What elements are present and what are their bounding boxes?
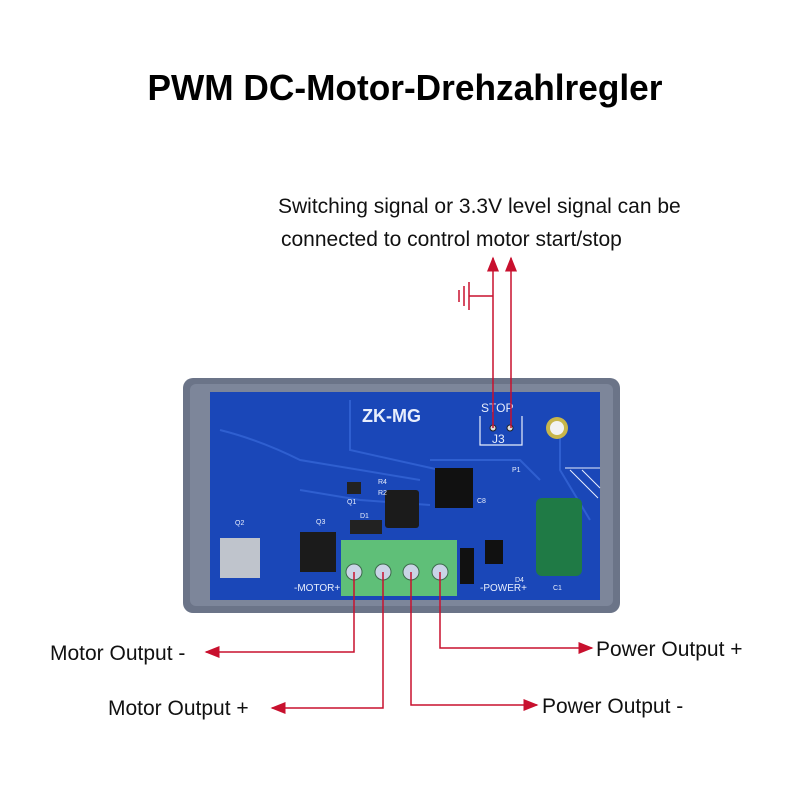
ground-icon	[458, 282, 493, 310]
q2-label: Q2	[235, 520, 244, 527]
mosfet-q3	[300, 532, 336, 572]
annotation-line-2: connected to control motor start/stop	[281, 228, 622, 251]
motor-minus-leader	[204, 572, 355, 658]
j3-pin	[506, 424, 514, 432]
d4-label: D4	[515, 577, 524, 584]
c1-label: C1	[553, 585, 562, 592]
motor-plus-leader	[270, 572, 384, 714]
power-minus-leader	[410, 572, 539, 711]
motor-silk-label: -MOTOR+	[294, 583, 340, 594]
capacitor-large	[536, 498, 582, 576]
j3-outline	[479, 416, 523, 446]
label-motor-plus: Motor Output +	[108, 697, 249, 720]
capacitor-top	[550, 421, 564, 435]
r4-label: R4	[378, 479, 387, 486]
page-title: PWM DC-Motor-Drehzahlregler	[148, 67, 663, 108]
silk-hatch	[565, 467, 601, 499]
ic-chip	[435, 468, 473, 508]
label-motor-minus: Motor Output -	[50, 642, 185, 665]
board-model: ZK-MG	[362, 406, 421, 426]
d1-label: D1	[360, 513, 369, 520]
diode-d1	[350, 520, 382, 534]
annotation-line-1: Switching signal or 3.3V level signal ca…	[278, 195, 681, 218]
power-silk-label: -POWER+	[480, 583, 527, 594]
transistor-q1	[347, 482, 361, 494]
q1-label: Q1	[347, 499, 356, 506]
stop-label: STOP	[481, 401, 513, 415]
inductor	[385, 490, 419, 528]
r2-label: R2	[378, 490, 387, 497]
power-plus-leader	[439, 572, 594, 654]
p1-label: P1	[512, 467, 521, 474]
diode	[460, 548, 474, 584]
c8-label: C8	[477, 498, 486, 505]
pad-q2	[220, 538, 260, 578]
q3-label: Q3	[316, 519, 325, 526]
j3-label: J3	[492, 432, 505, 446]
regulator	[485, 540, 503, 564]
label-power-minus: Power Output -	[542, 695, 683, 718]
label-power-plus: Power Output +	[596, 638, 743, 661]
